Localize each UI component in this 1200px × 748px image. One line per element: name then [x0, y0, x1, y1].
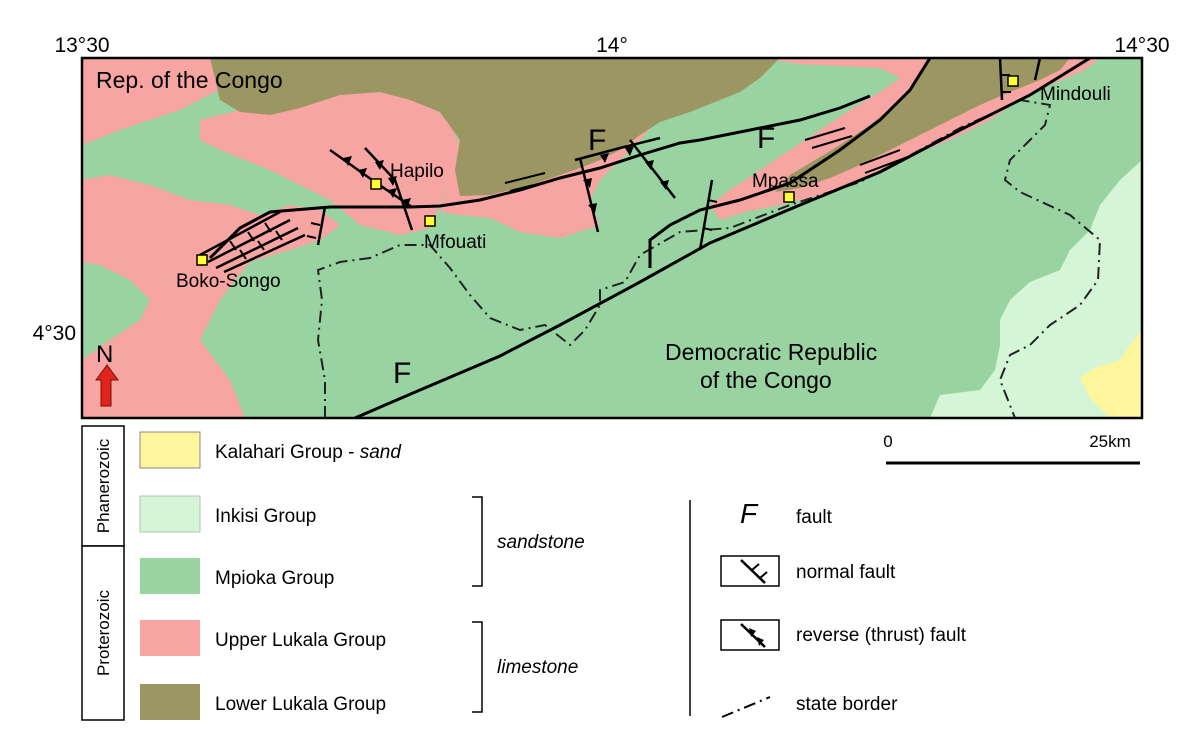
swatch-kalahari: [139, 431, 201, 469]
kalahari-area: [1080, 330, 1142, 418]
eon-box-proterozoic: [81, 545, 125, 721]
label-rep-congo: Rep. of the Congo: [96, 67, 283, 93]
eon-label-proterozoic: Proterozoic: [94, 590, 113, 676]
town-label-hapilo: Hapilo: [390, 161, 444, 182]
scale-bar: 0 25km: [883, 432, 1140, 465]
swatch-lower-lukala: [140, 684, 200, 720]
symbol-label-fault: fault: [796, 507, 833, 528]
symbol-label-state-border: state border: [796, 694, 898, 715]
fault-label-2: F: [757, 122, 775, 155]
normal-faults: [199, 58, 1042, 274]
swatch-inkisi: [139, 495, 201, 533]
unit-label-kalahari: Kalahari Group - sand: [215, 442, 402, 463]
thrust-fault-box: [720, 619, 780, 651]
town-markers: [196, 75, 1019, 266]
label-drc-line2: of the Congo: [700, 367, 832, 393]
upper-lukala-hapilo: [200, 92, 460, 235]
unit-label-inkisi: Inkisi Group: [215, 506, 316, 527]
north-label: N: [96, 341, 113, 368]
normal-fault-icon: [740, 559, 766, 584]
symbol-legend: F fault normal fault reverse (thrust) fa…: [720, 498, 967, 718]
fault-label-3: F: [393, 357, 411, 390]
strike-slip-arrows: [504, 127, 906, 192]
town-label-mpassa: Mpassa: [752, 171, 819, 192]
unit-label-lower-lukala: Lower Lukala Group: [215, 694, 386, 715]
north-arrow: N: [95, 341, 119, 407]
map-area: [82, 58, 1142, 418]
lithology-label-sandstone: sandstone: [497, 532, 585, 553]
unit-legend: Kalahari Group - sand Inkisi Group Mpiok…: [139, 431, 585, 720]
town-label-boko-songo: Boko-Songo: [176, 271, 281, 292]
bracket-sandstone: [472, 496, 483, 587]
fault-label-1: F: [588, 124, 606, 157]
town-marker-mpassa: [783, 191, 795, 203]
unit-label-upper-lukala: Upper Lukala Group: [215, 630, 386, 651]
symbol-label-normal-fault: normal fault: [796, 562, 896, 583]
lon-label-left: 13°30: [54, 34, 109, 57]
swatch-mpioka: [140, 558, 200, 594]
fault-central-east: [699, 94, 871, 142]
label-drc-line1: Democratic Republic: [665, 339, 877, 365]
thrust-fault-teeth: [343, 146, 669, 213]
lon-label-mid: 14°: [596, 34, 628, 57]
town-marker-boko-songo: [196, 254, 208, 266]
eon-label-phanerozoic: Phanerozoic: [94, 438, 113, 533]
town-label-mfouati: Mfouati: [424, 232, 486, 253]
lon-label-right: 14°30: [1114, 34, 1169, 57]
map-frame: [80, 56, 1144, 420]
fault-north-east: [648, 58, 932, 268]
symbol-label-thrust-fault: reverse (thrust) fault: [796, 625, 967, 646]
upper-lukala-west: [82, 175, 340, 418]
state-border-icon: [721, 696, 771, 718]
town-label-mindouli: Mindouli: [1040, 84, 1111, 105]
north-arrow-icon: [95, 364, 119, 407]
lower-lukala-east: [775, 58, 1070, 192]
normal-fault-box: [720, 555, 780, 587]
fault-symbol-glyph: F: [740, 498, 759, 529]
scale-end-label: 25km: [1089, 432, 1131, 451]
lithology-label-limestone: limestone: [497, 657, 578, 678]
bracket-limestone: [472, 621, 483, 713]
inkisi-area: [930, 160, 1142, 418]
town-marker-mindouli: [1007, 75, 1019, 87]
fault-west: [208, 138, 701, 260]
scale-start-label: 0: [883, 432, 892, 451]
town-marker-hapilo: [370, 178, 382, 190]
lat-label: 4°30: [33, 322, 76, 345]
town-marker-mfouati: [424, 215, 436, 227]
eon-box-phanerozoic: [81, 425, 125, 547]
lower-lukala-central: [210, 58, 780, 196]
swatch-upper-lukala: [140, 620, 200, 656]
fault-main: [354, 58, 1091, 418]
normal-fault-ticks: [229, 74, 1011, 260]
unit-label-mpioka: Mpioka Group: [215, 568, 334, 589]
eon-column: Phanerozoic Proterozoic: [81, 425, 125, 721]
